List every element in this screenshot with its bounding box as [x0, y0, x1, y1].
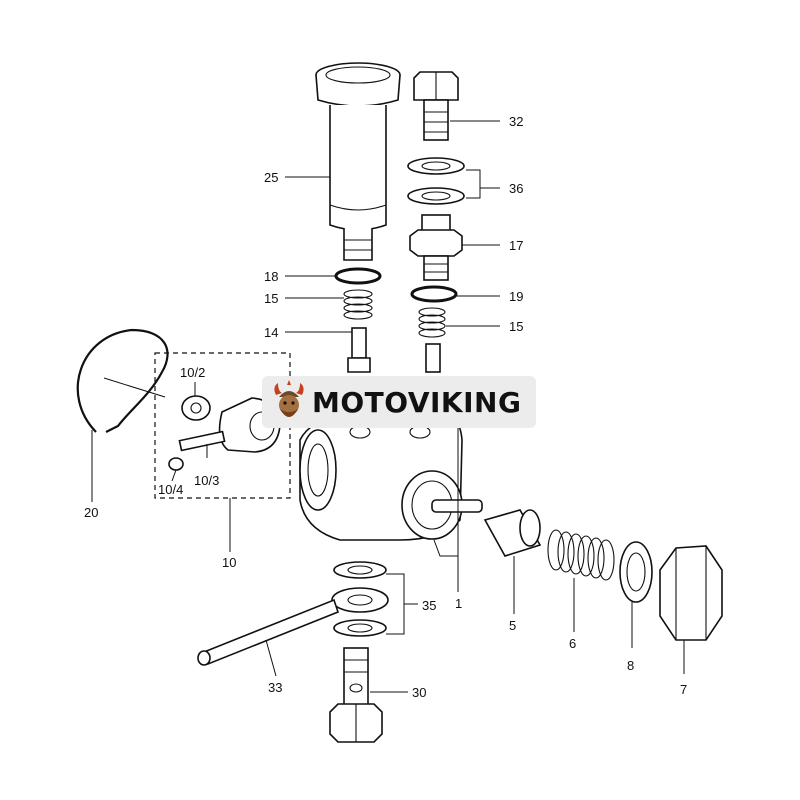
- label-6: 6: [569, 636, 576, 651]
- plunger-14: [347, 327, 371, 373]
- spring-15-left: [343, 289, 373, 320]
- part-labels: 32 36 17 19 15 25 18 15 14 10/2 10/3 10/…: [84, 114, 687, 700]
- label-1: 1: [455, 596, 462, 611]
- label-19: 19: [509, 289, 523, 304]
- spring-6: [547, 529, 615, 581]
- label-32: 32: [509, 114, 523, 129]
- label-7: 7: [680, 682, 687, 697]
- cap-nut-7: [659, 545, 723, 641]
- label-20: 20: [84, 505, 98, 520]
- label-15-right: 15: [509, 319, 523, 334]
- label-33: 33: [268, 680, 282, 695]
- label-35: 35: [422, 598, 436, 613]
- fitting-17: [409, 214, 463, 281]
- label-10-2: 10/2: [180, 365, 205, 380]
- label-10-3: 10/3: [194, 473, 219, 488]
- sleeve-5: [483, 509, 542, 557]
- o-ring-18: [334, 267, 382, 285]
- label-10: 10: [222, 555, 236, 570]
- label-25: 25: [264, 170, 278, 185]
- bolt-30: [329, 647, 383, 743]
- viking-mascot-icon: [274, 380, 304, 417]
- label-17: 17: [509, 238, 523, 253]
- snap-ring-20: [76, 328, 169, 433]
- label-10-4: 10/4: [158, 482, 183, 497]
- label-8: 8: [627, 658, 634, 673]
- banjo-pipe-33: [197, 587, 389, 666]
- brand-watermark: MOTOVIKING: [262, 376, 536, 428]
- leader-lines: [91, 120, 685, 693]
- spring-15-right: [418, 307, 446, 338]
- pump-body-1: [299, 411, 483, 541]
- washers-36: [407, 157, 465, 205]
- lever-assembly-10: [154, 352, 291, 499]
- brand-name: MOTOVIKING: [312, 385, 522, 419]
- washer-8: [619, 541, 653, 603]
- banjo-bolt-32: [413, 71, 459, 141]
- primer-pump-25: [315, 62, 401, 261]
- label-5: 5: [509, 618, 516, 633]
- label-30: 30: [412, 685, 426, 700]
- o-ring-19: [410, 285, 458, 303]
- label-14: 14: [264, 325, 278, 340]
- label-15-left: 15: [264, 291, 278, 306]
- label-18: 18: [264, 269, 278, 284]
- washers-35: [333, 561, 387, 637]
- valve-pin: [425, 343, 441, 373]
- label-36: 36: [509, 181, 523, 196]
